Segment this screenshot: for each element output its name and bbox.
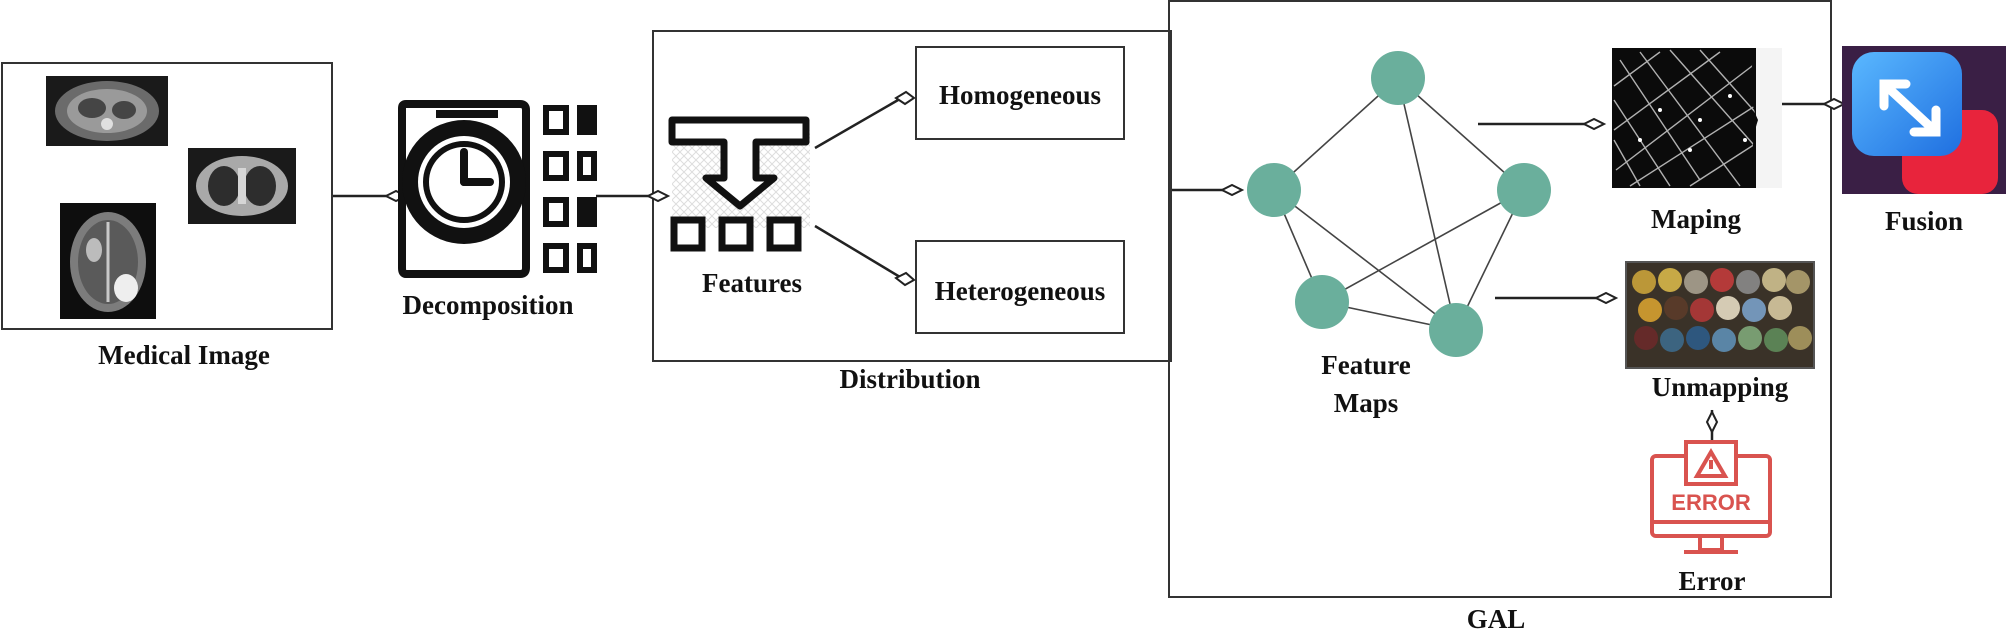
connectors — [333, 94, 1830, 440]
unmapping-image — [1625, 261, 1815, 369]
heterogeneous-box — [915, 240, 1125, 334]
unmapping-label: Unmapping — [1651, 372, 1789, 402]
mapping-image — [1612, 48, 1782, 188]
heterogeneous-label: Heterogeneous — [934, 276, 1106, 306]
feature-maps-label-line2: Maps — [1333, 388, 1399, 418]
homogeneous-box — [915, 46, 1125, 140]
distribution-label: Distribution — [839, 364, 981, 394]
graph-nodes — [1247, 51, 1551, 357]
gal-label: GAL — [1466, 604, 1526, 634]
homogeneous-label: Homogeneous — [939, 80, 1101, 110]
mri-scan-brain — [60, 203, 156, 319]
medical-image-panel — [1, 62, 333, 330]
medical-image-label: Medical Image — [98, 340, 270, 370]
features-label: Features — [702, 268, 802, 298]
fusion-label: Fusion — [1884, 206, 1964, 236]
funnel-arrow-icon — [668, 116, 810, 252]
clock-circuit-icon — [398, 100, 597, 278]
error-label: Error — [1678, 566, 1746, 596]
feature-maps-label-line1: Feature — [1321, 350, 1411, 380]
maping-label: Maping — [1650, 204, 1742, 234]
decomposition-label: Decomposition — [402, 290, 574, 320]
ct-scan-abdomen — [46, 76, 168, 146]
error-screen-text: ERROR — [1671, 490, 1751, 515]
ct-scan-chest — [188, 148, 296, 224]
gal-panel — [1168, 0, 1832, 598]
error-monitor-icon — [1650, 440, 1772, 554]
fusion-app-icon — [1842, 46, 2006, 194]
